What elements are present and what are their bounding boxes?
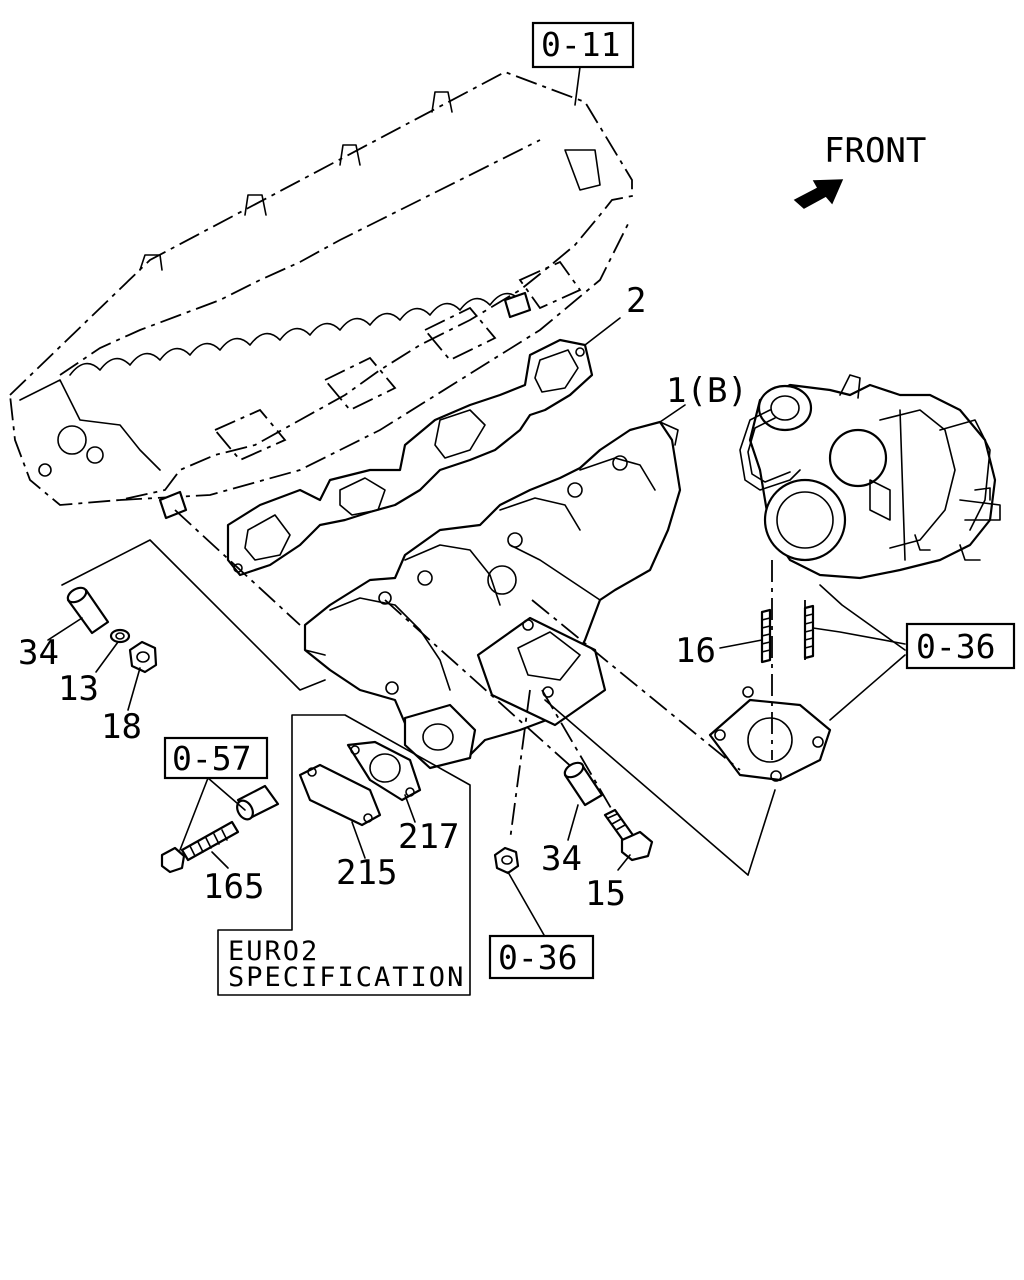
front-arrow-icon <box>793 179 844 209</box>
exhaust-manifold <box>303 420 682 770</box>
spec-note-line1: EURO2 <box>228 936 319 967</box>
exhaust-manifold-gasket <box>226 338 594 577</box>
assembly-lines <box>61 509 806 841</box>
part-label-stud-egr[interactable]: 165 <box>203 867 264 907</box>
part-label-bolt[interactable]: 15 <box>585 874 626 914</box>
ref-box-cylinder-head-label: 0-11 <box>541 25 620 64</box>
leader-lines <box>47 66 906 936</box>
part-label-egr-gasket[interactable]: 217 <box>398 817 459 857</box>
part-label-gasket[interactable]: 2 <box>626 281 646 321</box>
part-label-washer[interactable]: 13 <box>58 669 99 709</box>
nut-18 <box>128 640 158 674</box>
ref-box-turbocharger[interactable]: 0-36 <box>905 622 1016 670</box>
turbocharger <box>708 374 1001 782</box>
ref-box-nut-center[interactable]: 0-36 <box>488 934 595 980</box>
bolt-15 <box>603 808 654 862</box>
stud-16-pair <box>760 604 815 664</box>
spec-note-line2: SPECIFICATION <box>228 962 465 993</box>
part-label-nut-left[interactable]: 18 <box>101 707 142 747</box>
ref-box-egr[interactable]: 0-57 <box>163 736 269 780</box>
ref-box-egr-label: 0-57 <box>172 739 251 778</box>
washer-13 <box>109 628 131 644</box>
dowel-34-left <box>66 586 110 635</box>
nut-center <box>493 846 520 875</box>
front-direction-label: FRONT <box>824 131 926 171</box>
cylinder-head-phantom <box>9 71 633 520</box>
part-label-dowel-left[interactable]: 34 <box>18 633 59 673</box>
dowel-34-center <box>563 761 604 807</box>
egr-spacer-tube <box>236 784 280 821</box>
ref-box-nut-center-label: 0-36 <box>498 938 577 977</box>
egr-stud-165 <box>160 820 240 874</box>
egr-plate-215 <box>298 763 382 827</box>
part-label-stud-turbo[interactable]: 16 <box>675 631 716 671</box>
part-label-manifold[interactable]: 1(B) <box>666 371 748 411</box>
part-label-egr-plate[interactable]: 215 <box>336 853 397 893</box>
euro2-note-bracket <box>217 714 471 996</box>
ref-box-turbocharger-label: 0-36 <box>916 627 995 666</box>
egr-gasket-217 <box>346 740 422 802</box>
part-label-dowel-center[interactable]: 34 <box>541 839 582 879</box>
ref-box-cylinder-head[interactable]: 0-11 <box>531 21 635 69</box>
